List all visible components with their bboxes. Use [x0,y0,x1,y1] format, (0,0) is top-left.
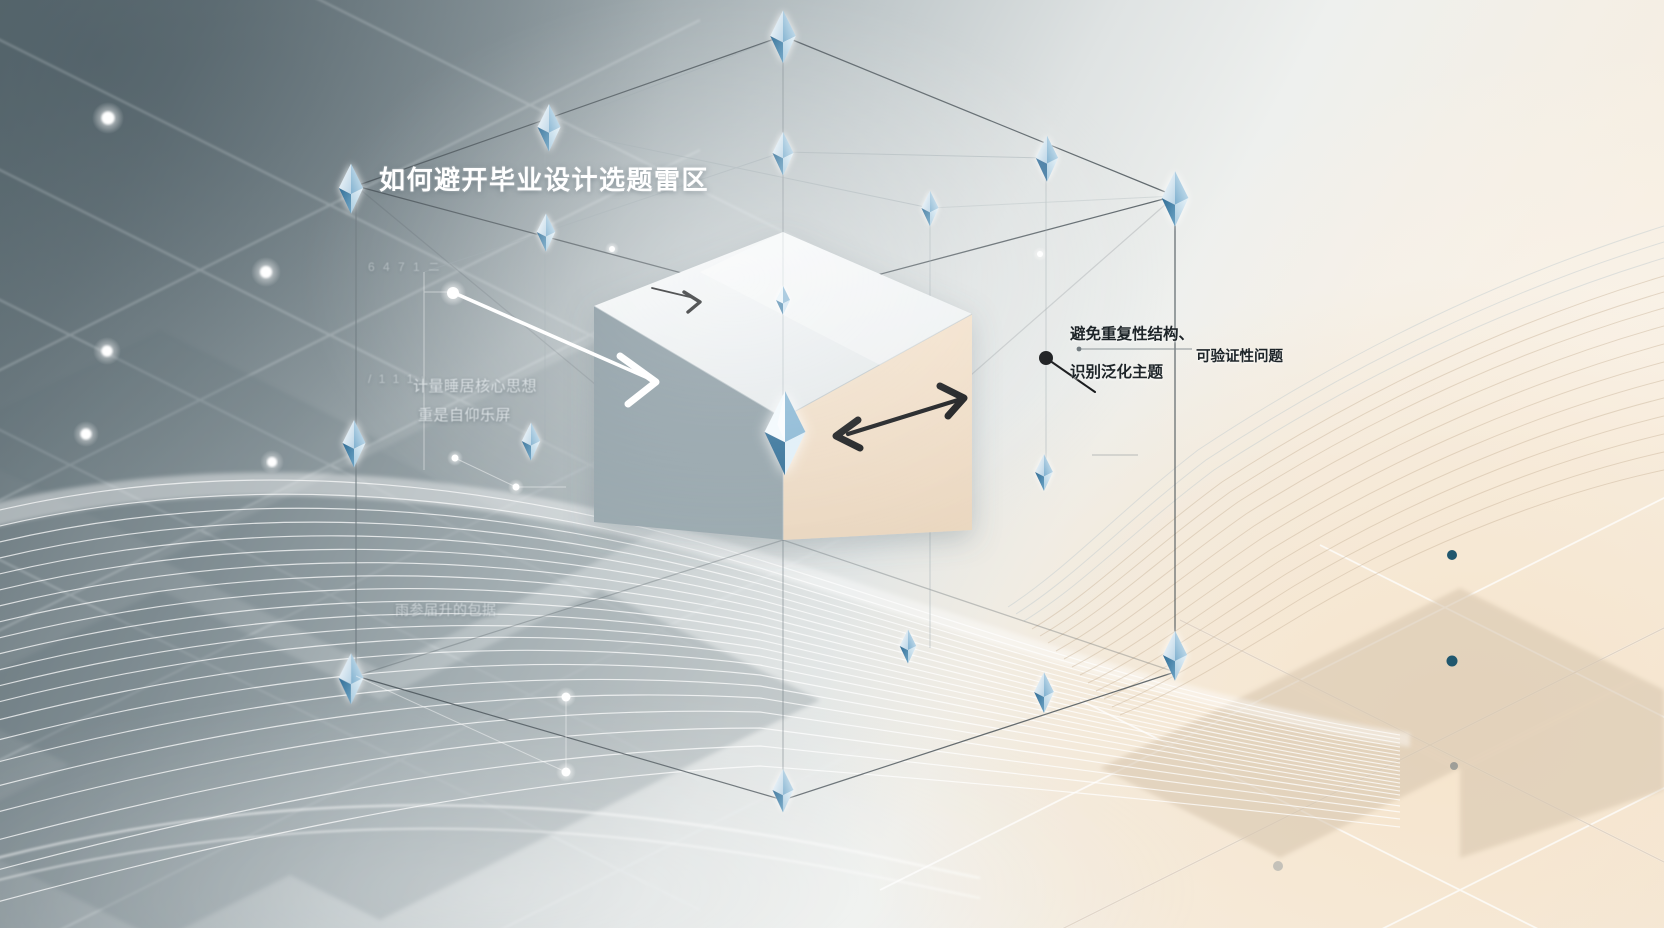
ghost-label-line-1: 计量睡居核心思想 [413,378,538,395]
gem-icon [1034,672,1054,714]
gem-icon [521,422,541,461]
gem-icon [1162,630,1188,681]
arrow-black-small-right [651,287,702,314]
gem-icon-hero [764,391,806,476]
ghost-label-line-2: 重是自仰乐屏 [418,407,512,424]
gem-icon [537,103,561,152]
ghost-label-marks: / 1 1 1 : [368,372,427,386]
annotation-verifiable-problem: 可验证性问题 [1196,349,1283,365]
arrow-white-right [450,290,660,408]
ghost-label-lower: 雨参届升的包据 [395,602,497,618]
wave-ribbon-left [0,472,1410,902]
gem-icon [921,190,939,227]
arrow-black-double [832,382,968,452]
gem-icon [536,213,556,252]
gem-nodes [338,10,1189,813]
gem-icon [1035,454,1053,492]
gem-icon [1161,171,1189,227]
annotation-avoid-repetitive: 避免重复性结构、 [1070,326,1195,343]
page-title: 如何避开毕业设计选题雷区 [379,165,710,195]
gem-icon [338,653,364,705]
arrow-black-leader [1039,351,1096,393]
ghost-label-top: 6 4 7 1 ニ [368,260,443,274]
left-connector-lines [355,272,567,773]
annotation-identify-generic: 识别泛化主题 [1070,364,1164,381]
annotation-leader-lines [1076,346,1192,456]
cube-face-left [594,306,783,540]
